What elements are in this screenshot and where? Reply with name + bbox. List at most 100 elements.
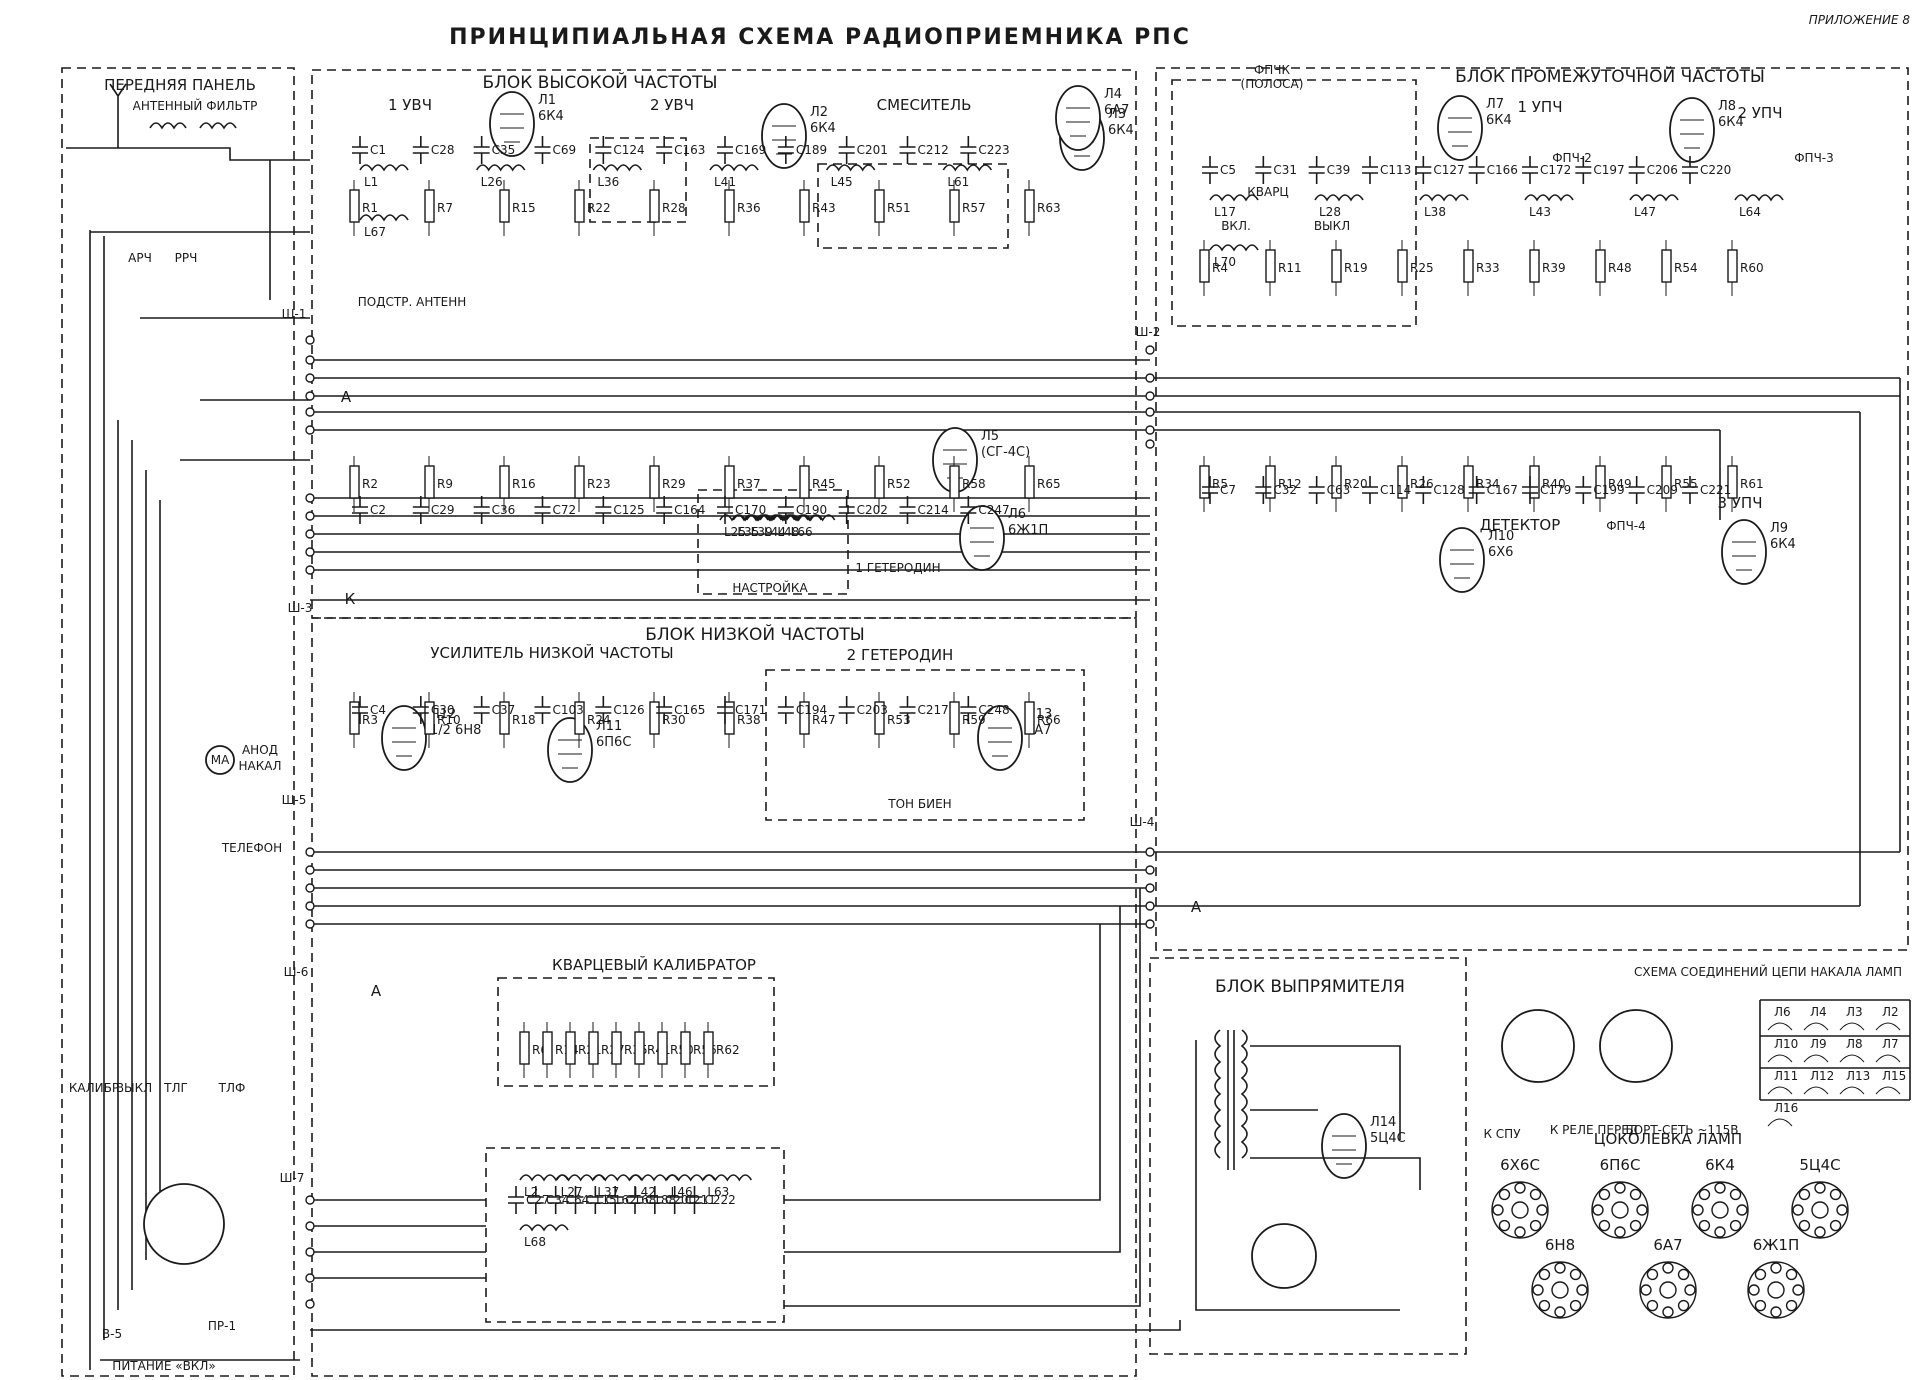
panel-filament-label: НАКАЛ: [239, 759, 282, 773]
resistor: R43: [799, 180, 836, 236]
resistor: R10: [424, 692, 461, 748]
panel-phone-label: ТЕЛЕФОН: [221, 841, 282, 855]
capacitor-label: C170: [735, 503, 766, 517]
hf-block-heading: БЛОК ВЫСОКОЙ ЧАСТОТЫ: [482, 71, 717, 93]
afc-outline: [1171, 79, 1417, 327]
inductor: L61: [942, 164, 993, 189]
filter-ifc4-label: ФПЧ-4: [1606, 519, 1646, 533]
rectifier-block-outline: [1149, 957, 1467, 1355]
connector-sh6-label: Ш-6: [284, 965, 309, 979]
capacitor: C167: [1468, 476, 1518, 504]
connector-sh7-label: Ш-7: [280, 1171, 305, 1185]
heater-tube-ref: Л10: [1774, 1037, 1798, 1051]
tube-type: 6Ж1П: [1008, 523, 1048, 538]
capacitor: C31: [1255, 156, 1297, 184]
capacitor-label: C199: [1593, 483, 1624, 497]
connector-sh1-label: Ш-1: [282, 307, 307, 321]
inductor-layer: L1L2L17L25L26L27L28L35L36L37L38L39L41L42…: [359, 164, 1784, 1249]
tube-type: 6К4: [1718, 115, 1744, 130]
resistor: R3: [349, 692, 378, 748]
tube-ref: Л3: [1108, 107, 1126, 122]
capacitor-label: C36: [492, 503, 516, 517]
capacitor-label: C103: [553, 703, 584, 717]
capacitor: C35: [473, 136, 515, 164]
resistor: R36: [724, 180, 761, 236]
lf-block-outline: [311, 617, 1137, 1377]
heater-tube-ref: Л11: [1774, 1069, 1798, 1083]
appendix-label: ПРИЛОЖЕНИЕ 8: [1809, 13, 1911, 27]
resistor: R54: [1661, 240, 1698, 296]
lo1-outline: [697, 489, 849, 595]
tube-electrodes: [500, 113, 524, 143]
tube-type: 6Х6: [1488, 545, 1513, 560]
capacitor: C2: [352, 496, 386, 524]
resistor-label: R18: [512, 713, 536, 727]
panel-switch-tlf: ТЛФ: [218, 1081, 246, 1095]
capacitor-label: C164: [674, 503, 705, 517]
capacitor: C172: [1522, 156, 1571, 184]
heater-f2-plug: [1599, 1009, 1673, 1083]
tube-ref: Л1: [538, 93, 556, 108]
tube-base-label: 6А7: [1653, 1236, 1682, 1254]
bus-wire: [784, 906, 1121, 1253]
resistor: R25: [1397, 240, 1434, 296]
resistor: R1: [349, 180, 378, 236]
inductor-label: L2: [524, 1185, 538, 1199]
inductor-label: L36: [597, 175, 619, 189]
inductor: L45: [825, 164, 876, 189]
bus-wire: [784, 924, 1101, 1201]
panel-power-switch-label: В-5: [102, 1327, 122, 1341]
resistor-label: R7: [437, 201, 453, 215]
resistor-label: R51: [887, 201, 911, 215]
resistor: R22: [574, 180, 611, 236]
inductor: L41: [709, 164, 759, 189]
tube-type: 6К4: [1770, 537, 1796, 552]
capacitor: C5: [1202, 156, 1236, 184]
connector-pin: [305, 919, 315, 929]
panel-switch-calibr: КАЛИБР: [69, 1081, 119, 1095]
resistor: R2: [349, 456, 378, 512]
calibrator-heading: КВАРЦЕВЫЙ КАЛИБРАТОР: [552, 955, 756, 974]
tube-envelope: [959, 505, 1005, 571]
rectifier-wire: [1195, 1040, 1421, 1311]
tube-ref: Л10: [1488, 529, 1514, 544]
capacitor-label: C4: [370, 703, 386, 717]
tube-ref: Л4: [1104, 87, 1122, 102]
resistor-label: R16: [512, 477, 536, 491]
ant-trim-label: ПОДСТР. АНТЕНН: [358, 295, 467, 309]
capacitor-label: C2: [370, 503, 386, 517]
mixer-coil-outline: [817, 163, 1009, 249]
inductor-label: L41: [714, 175, 736, 189]
stage-labels: 1 УВЧ 2 УВЧ СМЕСИТЕЛЬ 1 УПЧ 2 УПЧ 3 УПЧ …: [358, 63, 1834, 811]
capacitor: C202: [838, 496, 888, 524]
capacitor: C127: [1415, 156, 1465, 184]
capacitor-label: C69: [553, 143, 577, 157]
if1-label: 1 УПЧ: [1517, 98, 1562, 116]
resistor-label: R29: [662, 477, 686, 491]
resistor-label: R2: [362, 477, 378, 491]
inductor-label: L38: [1424, 205, 1446, 219]
capacitor-label: C125: [613, 503, 644, 517]
resistor: R30: [649, 692, 686, 748]
resistor-label: R37: [737, 477, 761, 491]
panel-rrch-label: РРЧ: [175, 251, 198, 265]
inductor-label: L47: [1634, 205, 1656, 219]
if-block-heading: БЛОК ПРОМЕЖУТОЧНОЙ ЧАСТОТЫ: [1455, 65, 1765, 87]
capacitor: C203: [838, 696, 888, 724]
inductor-label: L48: [777, 525, 799, 539]
rf2-label: 2 УВЧ: [650, 96, 694, 114]
connector-pin: [1145, 391, 1155, 401]
heater-tube-ref: Л13: [1846, 1069, 1870, 1083]
capacitor: C125: [595, 496, 645, 524]
tube-electrodes: [1332, 1135, 1356, 1165]
resistor: R11: [1265, 240, 1302, 296]
tube-type: 6К4: [810, 121, 836, 136]
afc-label: ФПЧК: [1254, 63, 1291, 77]
